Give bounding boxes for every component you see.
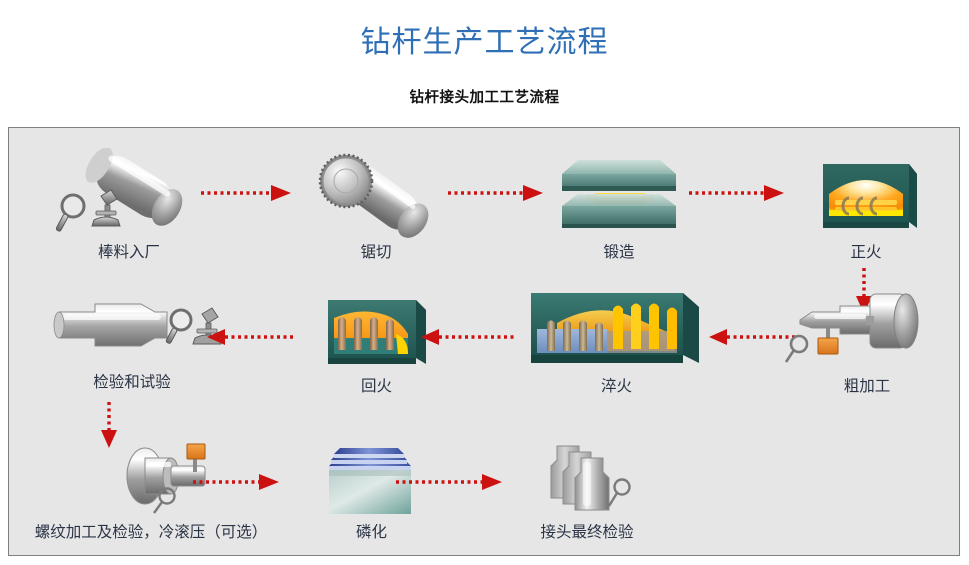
magnifier-glyph [55, 193, 86, 232]
page-title: 钻杆生产工艺流程 [360, 26, 609, 60]
tempering-furnace-icon [289, 290, 464, 372]
flow-node-label: 正火 [850, 244, 882, 262]
flow-node-label: 粗加工 [843, 378, 891, 396]
arrow-threading-to-phosphating [191, 473, 281, 491]
arrow-sawing-to-forging [446, 184, 546, 202]
quenching-furnace-icon [509, 283, 724, 372]
arrow-normalizing-to-rough [854, 266, 874, 316]
tool-joint-glyph [53, 303, 168, 347]
arrow-intake-to-sawing [199, 184, 294, 202]
saw-blade-glyph [320, 155, 372, 208]
flow-node-label: 接头最终检验 [540, 524, 634, 542]
bath-layers-glyph [328, 448, 411, 471]
flow-node-raw-material-intake[interactable]: 棒料入厂 [29, 148, 229, 262]
magnifier-glyph [784, 334, 809, 363]
flow-node-label: 锯切 [360, 244, 392, 262]
tool-joints-glyph [550, 445, 610, 511]
flow-node-forging[interactable]: 锻造 [529, 148, 709, 262]
lathe-machining-icon [777, 286, 957, 372]
flow-node-phosphating[interactable]: 磷化 [284, 440, 459, 542]
arrow-forging-to-normalizing [687, 184, 787, 202]
flow-node-label: 淬火 [600, 378, 632, 396]
threading-workpiece-glyph [126, 447, 206, 505]
arrow-rough-to-quenching [709, 328, 799, 346]
magnifier-glyph [165, 308, 193, 344]
flow-node-label: 磷化 [355, 524, 387, 542]
workpiece-glyph [799, 305, 875, 335]
magnifier-glyph [607, 478, 631, 507]
flow-node-quenching[interactable]: 淬火 [509, 283, 724, 396]
process-flow-panel: 棒料入厂 [8, 127, 960, 557]
flow-node-normalizing[interactable]: 正火 [781, 148, 951, 262]
flow-node-label: 螺纹加工及检验，冷滚压（可选） [34, 524, 268, 542]
cutting-tool-glyph [186, 443, 206, 473]
arrow-inspection-to-threading [99, 400, 119, 450]
lower-die [562, 194, 676, 229]
forging-press-icon [529, 148, 709, 238]
magnifier-glyph [153, 487, 176, 514]
cutting-tool-glyph [817, 328, 839, 355]
rods-glyph [337, 317, 394, 351]
flow-node-label: 检验和试验 [93, 374, 171, 392]
threading-machine-icon [11, 440, 291, 518]
normalizing-furnace-icon [781, 148, 951, 238]
phosphating-tank-icon [284, 440, 459, 518]
flow-node-label: 回火 [360, 378, 392, 396]
arrow-tempering-to-inspection [207, 328, 297, 346]
flow-node-label: 锻造 [603, 244, 635, 262]
flow-node-inspection-testing[interactable]: 检验和试验 [27, 290, 237, 392]
upper-die [562, 160, 676, 192]
diagram-subtitle: 钻杆接头加工工艺流程 [409, 90, 560, 107]
flow-node-label: 棒料入厂 [97, 244, 160, 262]
chuck-glyph [866, 293, 919, 349]
arrow-phosphating-to-final [394, 473, 504, 491]
flow-node-tempering[interactable]: 回火 [289, 290, 464, 396]
flow-node-final-inspection[interactable]: 接头最终检验 [487, 440, 687, 542]
flow-node-sawing[interactable]: 锯切 [281, 148, 471, 262]
steel-bar-inspection-icon [29, 148, 229, 238]
arrow-quenching-to-tempering [421, 328, 516, 346]
flow-node-threading[interactable]: 螺纹加工及检验，冷滚压（可选） [11, 440, 291, 542]
tool-joint-inspection-icon [27, 290, 237, 368]
saw-cutting-icon [281, 148, 471, 238]
final-inspection-icon [487, 440, 687, 518]
flow-node-rough-machining[interactable]: 粗加工 [777, 286, 957, 396]
microscope-glyph [91, 189, 121, 227]
